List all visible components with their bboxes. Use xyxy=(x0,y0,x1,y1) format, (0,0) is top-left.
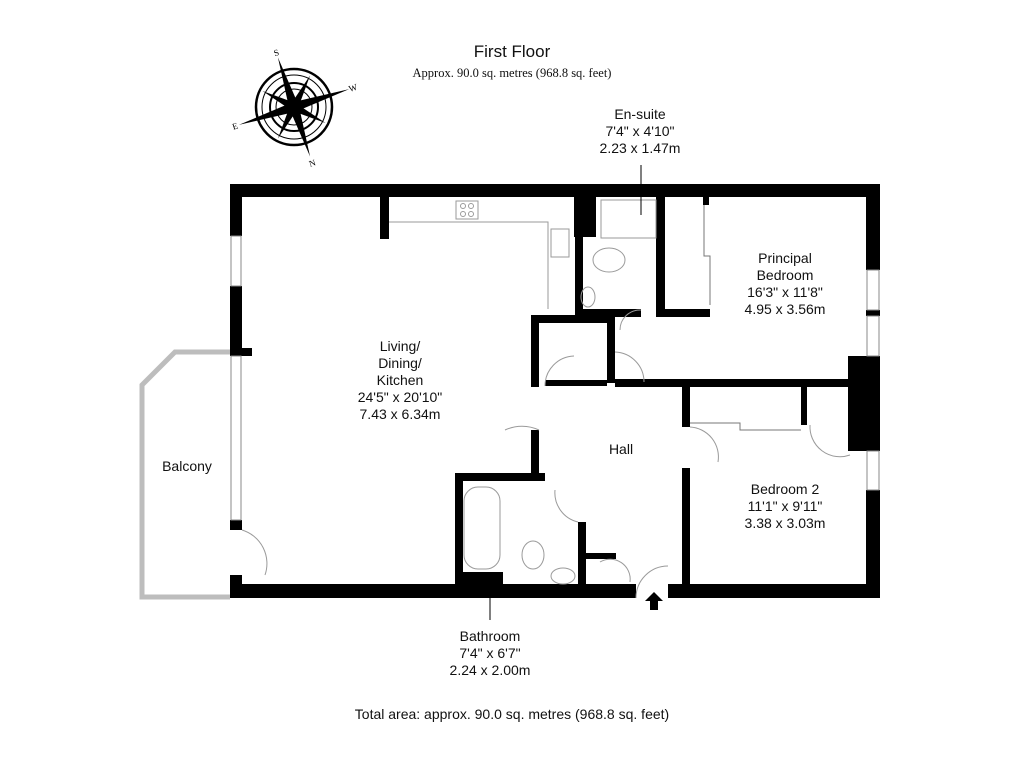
room-label-ensuite: En-suite 7'4" x 4'10" 2.23 x 1.47m xyxy=(600,106,681,157)
room-dimensions-imperial: 7'4" x 4'10" xyxy=(605,123,675,139)
room-dimensions-imperial: 24'5" x 20'10" xyxy=(357,389,443,405)
room-name: Hall xyxy=(608,441,634,457)
floor-title: First Floor xyxy=(473,42,551,61)
wardrobe-doors xyxy=(690,205,801,431)
room-label-bedroom-2: Bedroom 2 11'1" x 9'11" 3.38 x 3.03m xyxy=(745,481,826,532)
room-label-principal-bedroom: Principal Bedroom 16'3" x 11'8" 4.95 x 3… xyxy=(745,250,826,318)
room-name: Kitchen xyxy=(376,372,424,388)
room-dimensions-imperial: 11'1" x 9'11" xyxy=(747,498,823,514)
compass-letter-n: N xyxy=(308,157,318,169)
sanitary-fixtures xyxy=(463,199,657,585)
compass-letter-e: E xyxy=(231,120,240,131)
room-name: En-suite xyxy=(614,106,666,122)
total-area: Total area: approx. 90.0 sq. metres (968… xyxy=(354,706,670,722)
room-dimensions-imperial: 7'4" x 6'7" xyxy=(459,645,521,661)
room-dimensions-metric: 2.23 x 1.47m xyxy=(599,140,681,156)
room-name: Living/ xyxy=(379,338,421,354)
entrance-arrow-icon xyxy=(645,592,663,610)
room-name: Bedroom 2 xyxy=(750,481,820,497)
room-name: Balcony xyxy=(162,458,212,474)
floor-area-subtitle: Approx. 90.0 sq. metres (968.8 sq. feet) xyxy=(412,66,612,80)
compass-letter-s: S xyxy=(272,47,280,58)
room-name: Bedroom xyxy=(756,267,814,283)
balcony-outline xyxy=(139,349,230,600)
room-label-living: Living/ Dining/ Kitchen 24'5" x 20'10" 7… xyxy=(358,338,443,423)
windows xyxy=(230,235,880,521)
room-dimensions-imperial: 16'3" x 11'8" xyxy=(747,284,823,300)
room-name: Bathroom xyxy=(459,628,521,644)
kitchen-worktop xyxy=(389,200,570,309)
room-label-hall: Hall xyxy=(609,441,633,458)
room-label-balcony: Balcony xyxy=(162,458,212,475)
compass-rose-icon: S N W E xyxy=(231,47,359,169)
room-dimensions-metric: 3.38 x 3.03m xyxy=(744,515,826,531)
room-dimensions-metric: 7.43 x 6.34m xyxy=(359,406,441,422)
walls xyxy=(230,184,880,598)
room-name: Principal xyxy=(758,250,812,266)
room-dimensions-metric: 2.24 x 2.00m xyxy=(449,662,531,678)
room-label-bathroom: Bathroom 7'4" x 6'7" 2.24 x 2.00m xyxy=(450,628,531,679)
compass-letter-w: W xyxy=(347,82,359,94)
room-dimensions-metric: 4.95 x 3.56m xyxy=(744,301,826,317)
doors xyxy=(241,309,851,599)
room-name: Dining/ xyxy=(378,355,422,371)
